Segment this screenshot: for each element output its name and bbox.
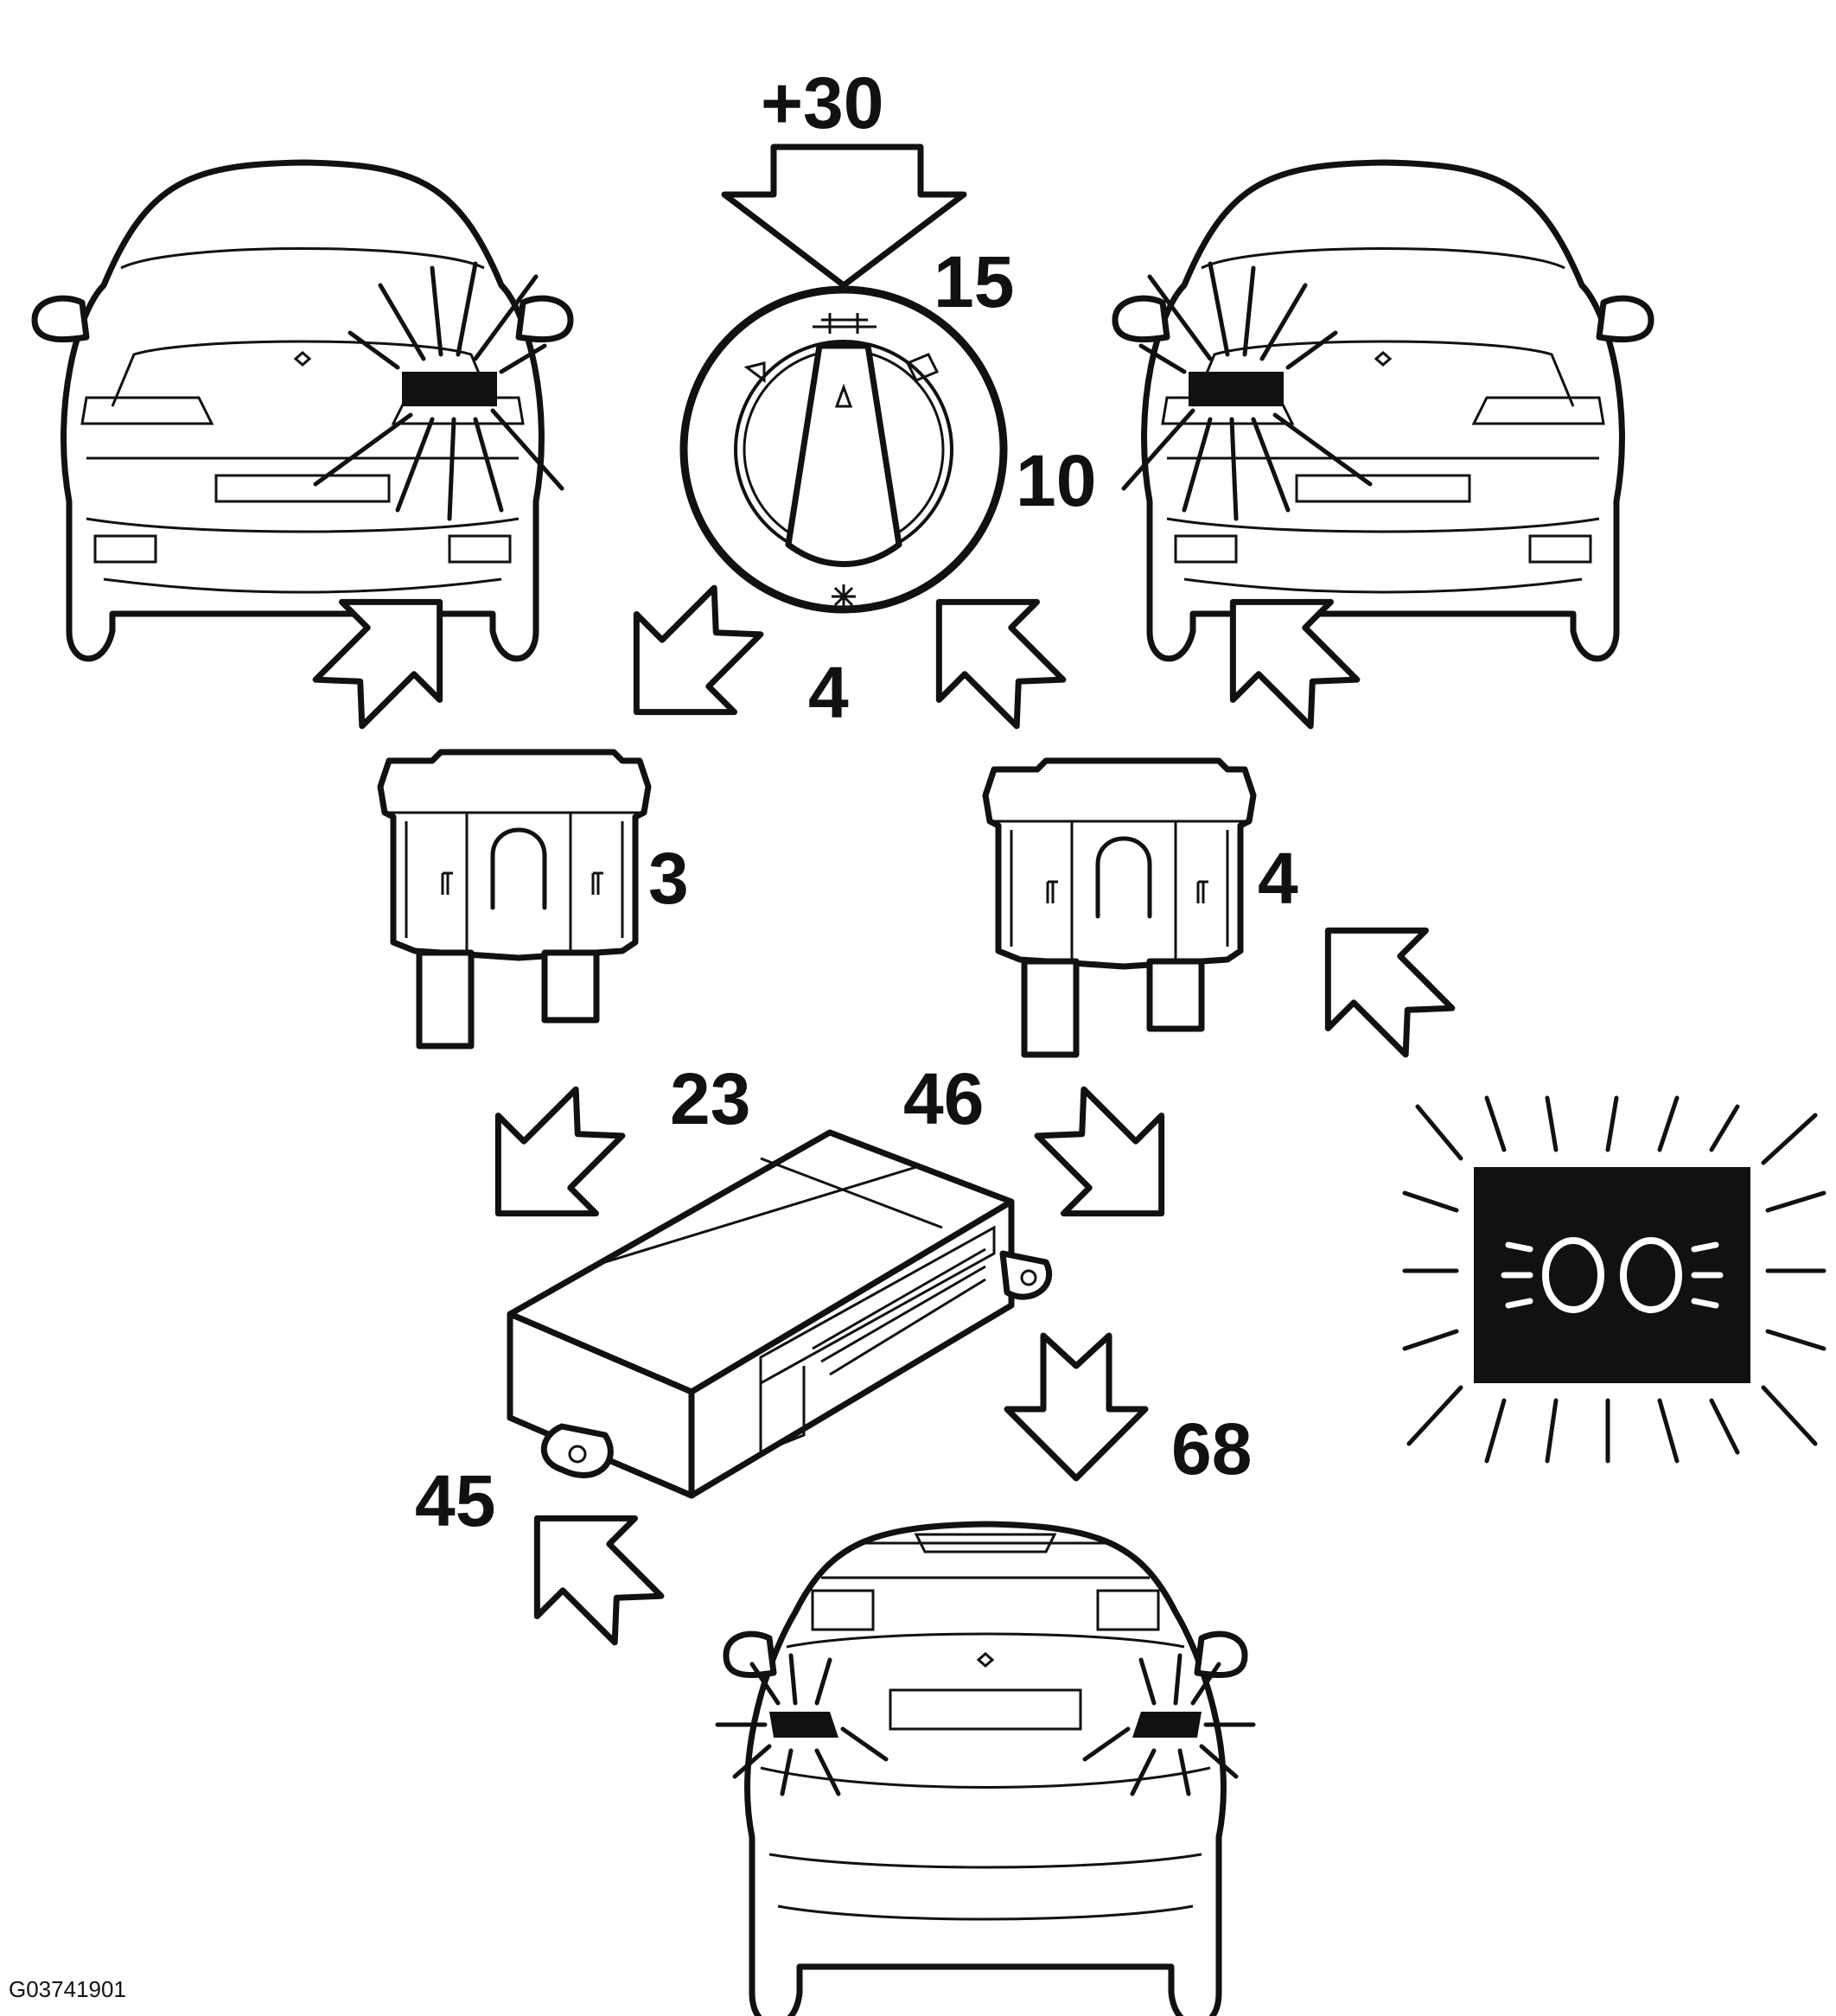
car-rear-icon: [715, 1524, 1256, 2016]
fuse-icon: [380, 752, 648, 1046]
terminal-10-label: 10: [1016, 440, 1096, 521]
module-68-label: 68: [1171, 1408, 1252, 1490]
light-switch-icon: [679, 285, 1008, 614]
figure-reference: G03741901: [9, 1976, 126, 2002]
arrow-icon: [721, 144, 967, 289]
indicator-lamp-icon: [1402, 1095, 1826, 1464]
fuse-left-label: 3: [648, 838, 689, 919]
terminal-4-label: 4: [808, 652, 849, 733]
car-front-right-light-icon: [1115, 163, 1651, 659]
terminal-15-label: 15: [934, 241, 1014, 322]
terminal-30-label: +30: [761, 62, 884, 144]
module-23-label: 23: [670, 1058, 750, 1139]
fuse-icon: [985, 761, 1253, 1055]
module-45-label: 45: [415, 1460, 495, 1541]
car-front-left-light-icon: [35, 163, 571, 659]
module-46-label: 46: [903, 1058, 984, 1139]
control-module-icon: [507, 1129, 1053, 1499]
fuse-right-label: 4: [1258, 838, 1298, 919]
